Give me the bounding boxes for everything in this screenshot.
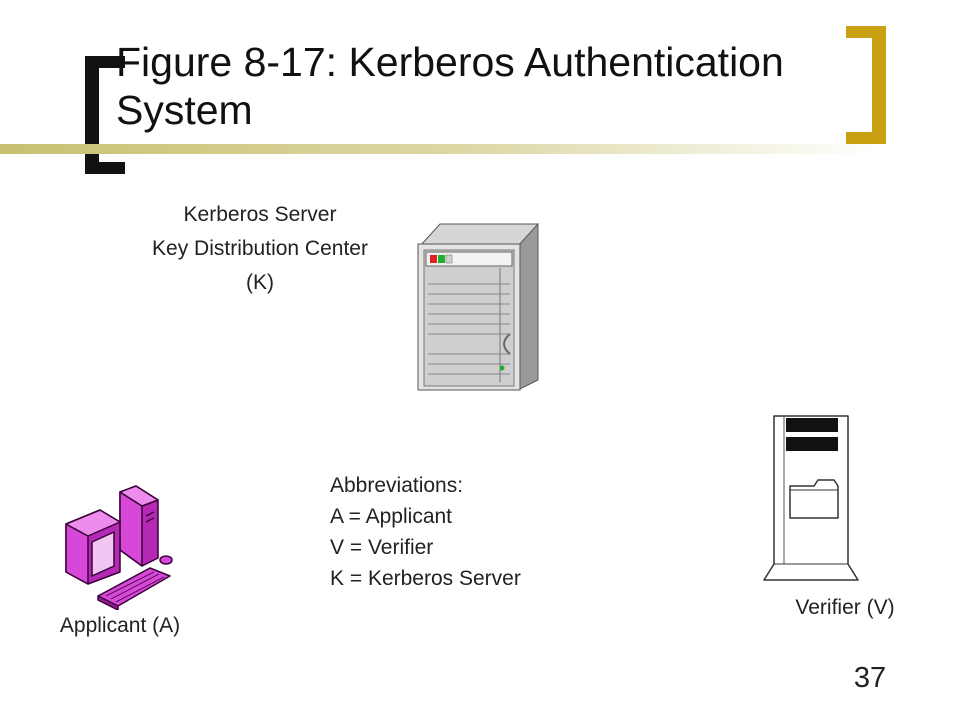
abbreviation-verifier: V = Verifier <box>330 536 434 559</box>
left-bracket-top <box>85 56 125 68</box>
right-bracket-top <box>846 26 886 38</box>
right-bracket-bottom <box>846 132 886 144</box>
left-bracket-bottom <box>85 162 125 174</box>
left-bracket <box>85 56 99 174</box>
abbreviations-heading: Abbreviations: <box>330 474 464 497</box>
desktop-computer-icon <box>65 485 173 610</box>
verifier-label: Verifier (V) <box>795 596 895 619</box>
abbreviation-kerberos-server: K = Kerberos Server <box>330 567 521 590</box>
slide-title: Figure 8-17: Kerberos Authentication Sys… <box>116 39 784 133</box>
server-tower-icon <box>417 223 540 391</box>
file-server-icon <box>763 415 859 581</box>
right-bracket <box>872 26 886 144</box>
title-underline-bar <box>0 144 880 154</box>
server-label: Kerberos Server Key Distribution Center … <box>152 203 368 294</box>
abbreviations-block: Abbreviations: A = Applicant V = Verifie… <box>330 470 630 594</box>
applicant-label: Applicant (A) <box>59 614 181 637</box>
abbreviation-applicant: A = Applicant <box>330 505 453 528</box>
page-number: 37 <box>853 662 887 694</box>
